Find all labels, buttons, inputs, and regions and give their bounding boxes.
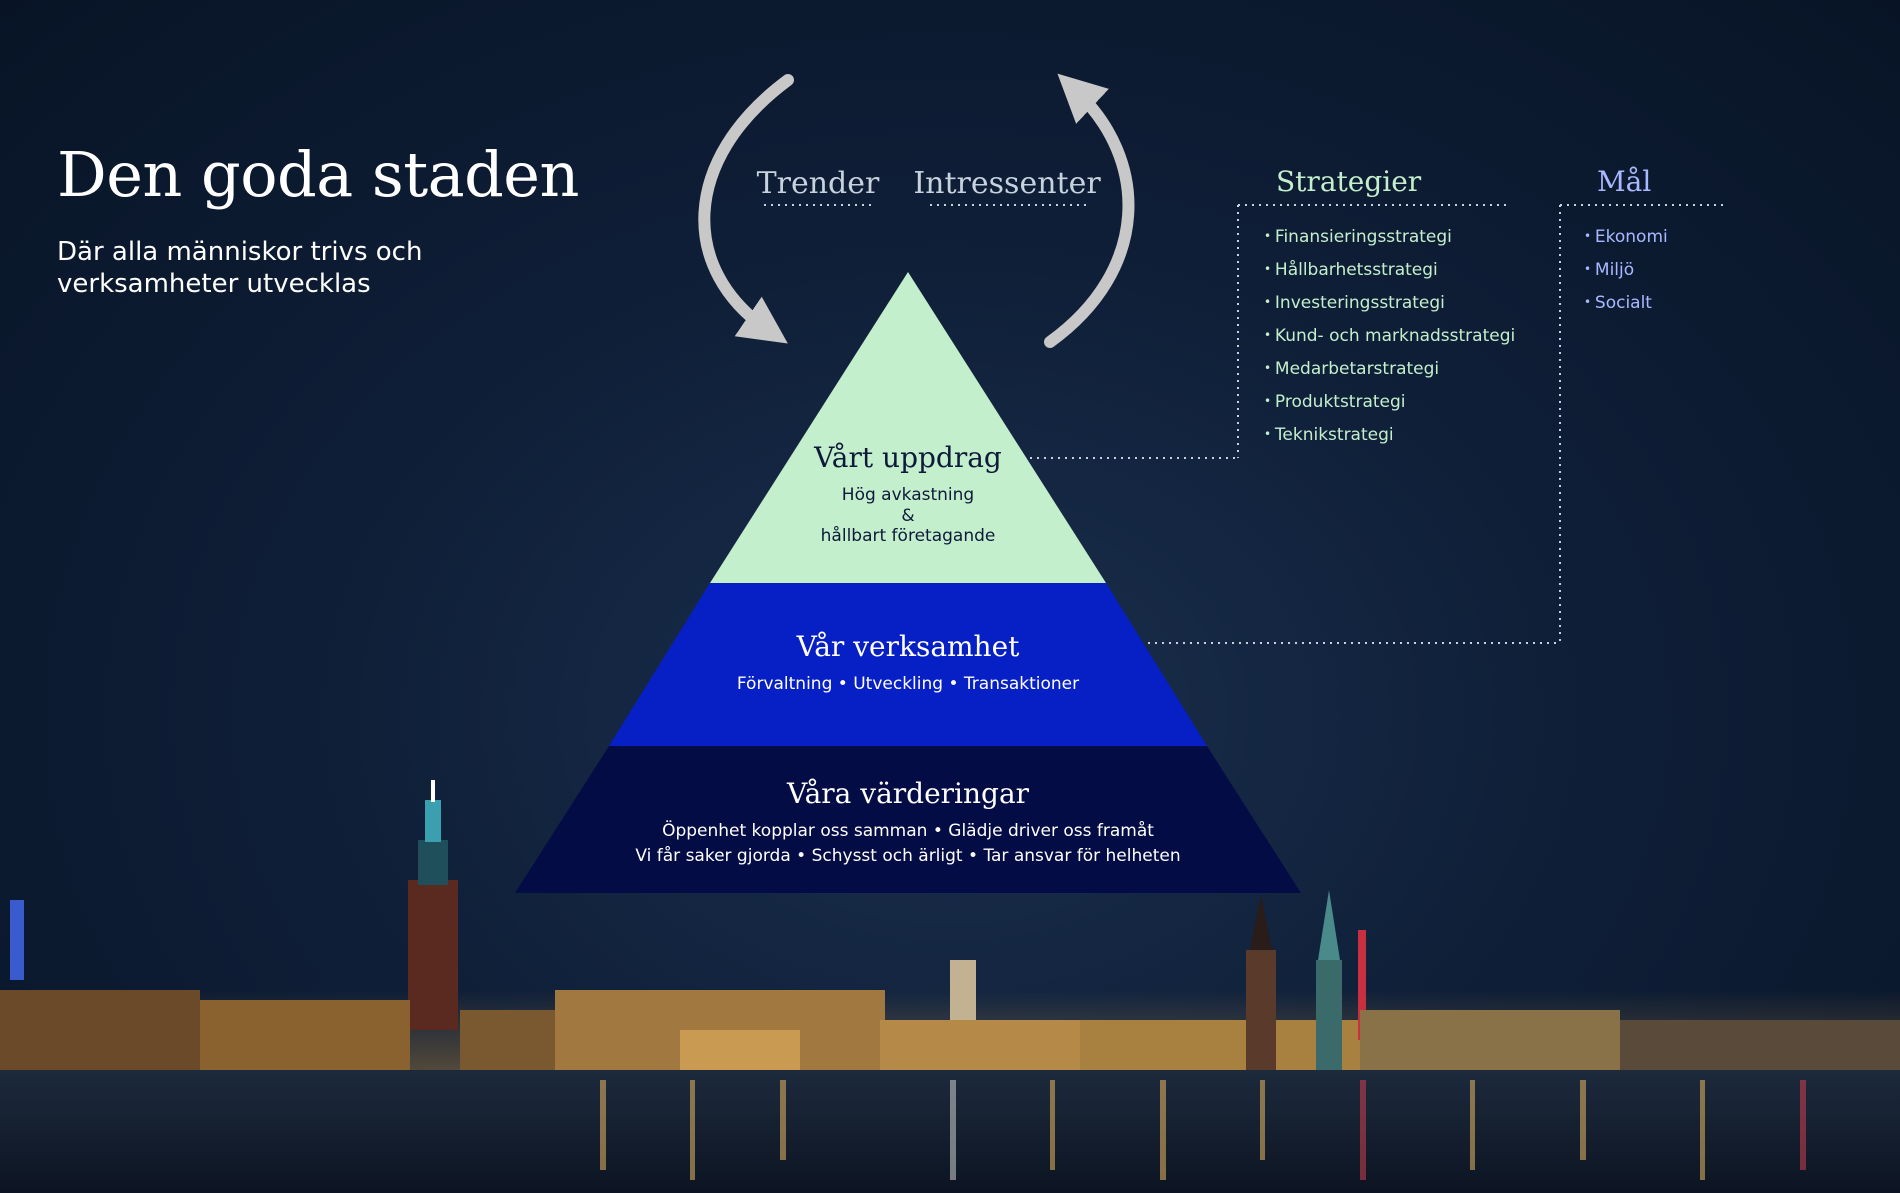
connector-lines [1030,204,1725,644]
trends-label: Trender [757,166,880,201]
goals-heading: Mål [1597,165,1652,198]
strategy-item: Kund- och marknadsstrategi [1264,319,1515,352]
values-row-2: Vi får saker gjorda • Schysst och ärligt… [635,845,1180,866]
bullet-separator: • [796,846,811,866]
cycle-arrow-right [1044,73,1135,348]
strategy-item: Medarbetarstrategi [1264,352,1515,385]
strategy-item: Finansieringsstrategi [1264,220,1515,253]
cycle-arrow-left [698,74,794,344]
goal-item: Ekonomi [1584,220,1668,253]
mission-title: Vårt uppdrag [813,441,1002,474]
mission-line-3: hållbart företagande [821,525,996,546]
mission-line-1: Hög avkastning [842,485,974,505]
goals-list: Ekonomi Miljö Socialt [1584,220,1668,319]
mission-line-2: & [901,506,914,526]
value-joy: Glädje driver oss framåt [948,820,1154,841]
bullet-separator: • [838,674,853,694]
value-fair-honest: Schysst och ärligt [812,846,963,866]
bullet-separator: • [968,846,983,866]
strategy-item: Produktstrategi [1264,385,1515,418]
goal-item: Socialt [1584,286,1668,319]
pyramid-tier-middle [609,583,1207,746]
strategy-item: Teknikstrategi [1264,418,1515,451]
strategy-item: Hållbarhetsstrategi [1264,253,1515,286]
operations-item-transactions: Transaktioner [963,674,1079,694]
pyramid-tier-top [710,272,1106,583]
operations-item-development: Utveckling [853,674,943,694]
values-row-1: Öppenhet kopplar oss samman • Glädje dri… [662,819,1154,841]
value-responsibility: Tar ansvar för helheten [982,846,1180,866]
goal-item: Miljö [1584,253,1668,286]
bullet-separator: • [933,821,948,841]
values-title: Våra värderingar [786,777,1030,810]
page-title: Den goda staden [57,138,579,211]
pyramid-tier-bottom [515,746,1301,893]
value-openness: Öppenhet kopplar oss samman [662,819,927,841]
operations-item-management: Förvaltning [737,674,833,694]
operations-items: Förvaltning • Utveckling • Transaktioner [737,674,1079,694]
stakeholders-label: Intressenter [913,166,1101,201]
value-get-things-done: Vi får saker gjorda [635,845,790,866]
strategy-item: Investeringsstrategi [1264,286,1515,319]
strategies-list: Finansieringsstrategi Hållbarhetsstrateg… [1264,220,1515,451]
operations-title: Vår verksamhet [796,630,1021,663]
strategies-heading: Strategier [1276,165,1422,198]
page-subtitle: Där alla människor trivs och verksamhete… [57,237,423,299]
city-skyline-image [0,780,1900,1193]
bullet-separator: • [948,674,963,694]
